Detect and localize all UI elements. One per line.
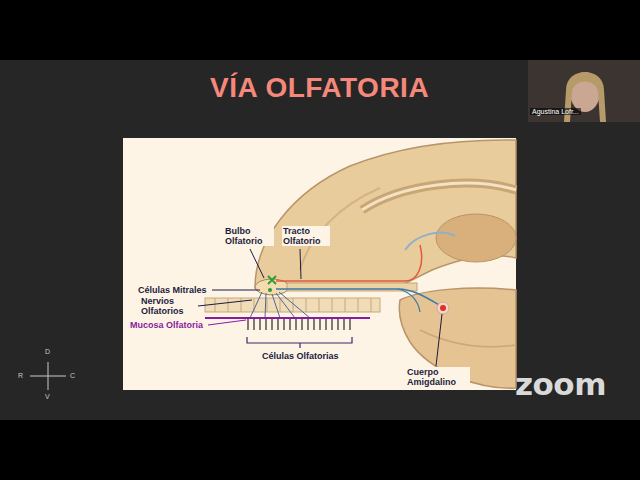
temporal-sulcus xyxy=(420,330,516,347)
leader-line xyxy=(436,314,442,366)
compass-letter: R xyxy=(18,372,23,379)
leader-line xyxy=(198,300,252,306)
fornix xyxy=(405,233,455,250)
leader-line xyxy=(208,320,246,325)
amygdala-ring xyxy=(437,302,449,314)
letterbox-bottom xyxy=(0,420,640,480)
amygdala xyxy=(440,305,446,311)
video-tile xyxy=(528,60,640,122)
letterbox-top xyxy=(0,0,640,60)
slide-title: VÍA OLFATORIA xyxy=(210,72,429,104)
compass-letter: C xyxy=(70,372,75,379)
olfactory-nerves xyxy=(250,292,310,318)
olfactory-tract xyxy=(287,283,417,291)
tract-fibers-blue xyxy=(276,289,441,306)
olfactory-cells xyxy=(248,319,350,330)
part-label: Nervios Olfatorios xyxy=(140,296,196,316)
part-label: Cuerpo Amigdalino xyxy=(406,367,470,387)
bracket xyxy=(247,337,352,348)
bone-pattern xyxy=(215,298,371,312)
leader-line xyxy=(250,249,264,278)
leader-line xyxy=(300,249,301,279)
part-label: Tracto Olfatorio xyxy=(282,226,330,246)
part-label: Células Mitrales xyxy=(137,285,208,295)
tract-branch xyxy=(398,289,420,312)
figure-frame xyxy=(123,138,516,390)
cerebrum xyxy=(255,140,516,288)
cribriform-plate xyxy=(205,298,380,312)
slide-ground xyxy=(0,60,640,420)
leader-line xyxy=(212,290,260,291)
part-label: Bulbo Olfatorio xyxy=(224,226,274,246)
watermark: zoom xyxy=(515,366,606,402)
compass-letter: V xyxy=(45,393,50,400)
compass-axis xyxy=(48,362,49,390)
mitral-cell-body xyxy=(268,288,272,292)
compass-letter: D xyxy=(45,348,50,355)
diencephalon xyxy=(436,214,516,262)
part-label: Mucosa Olfatoria xyxy=(129,320,204,330)
mitral-cell xyxy=(268,276,276,284)
part-label: Células Olfatorias xyxy=(261,351,340,361)
corpus-callosum xyxy=(362,183,516,210)
olfactory-mucosa xyxy=(205,317,370,319)
corpus-callosum-inner xyxy=(362,183,516,210)
participant-name: Agustina Lofr... xyxy=(530,108,581,115)
tract-fibers-red xyxy=(276,245,422,281)
